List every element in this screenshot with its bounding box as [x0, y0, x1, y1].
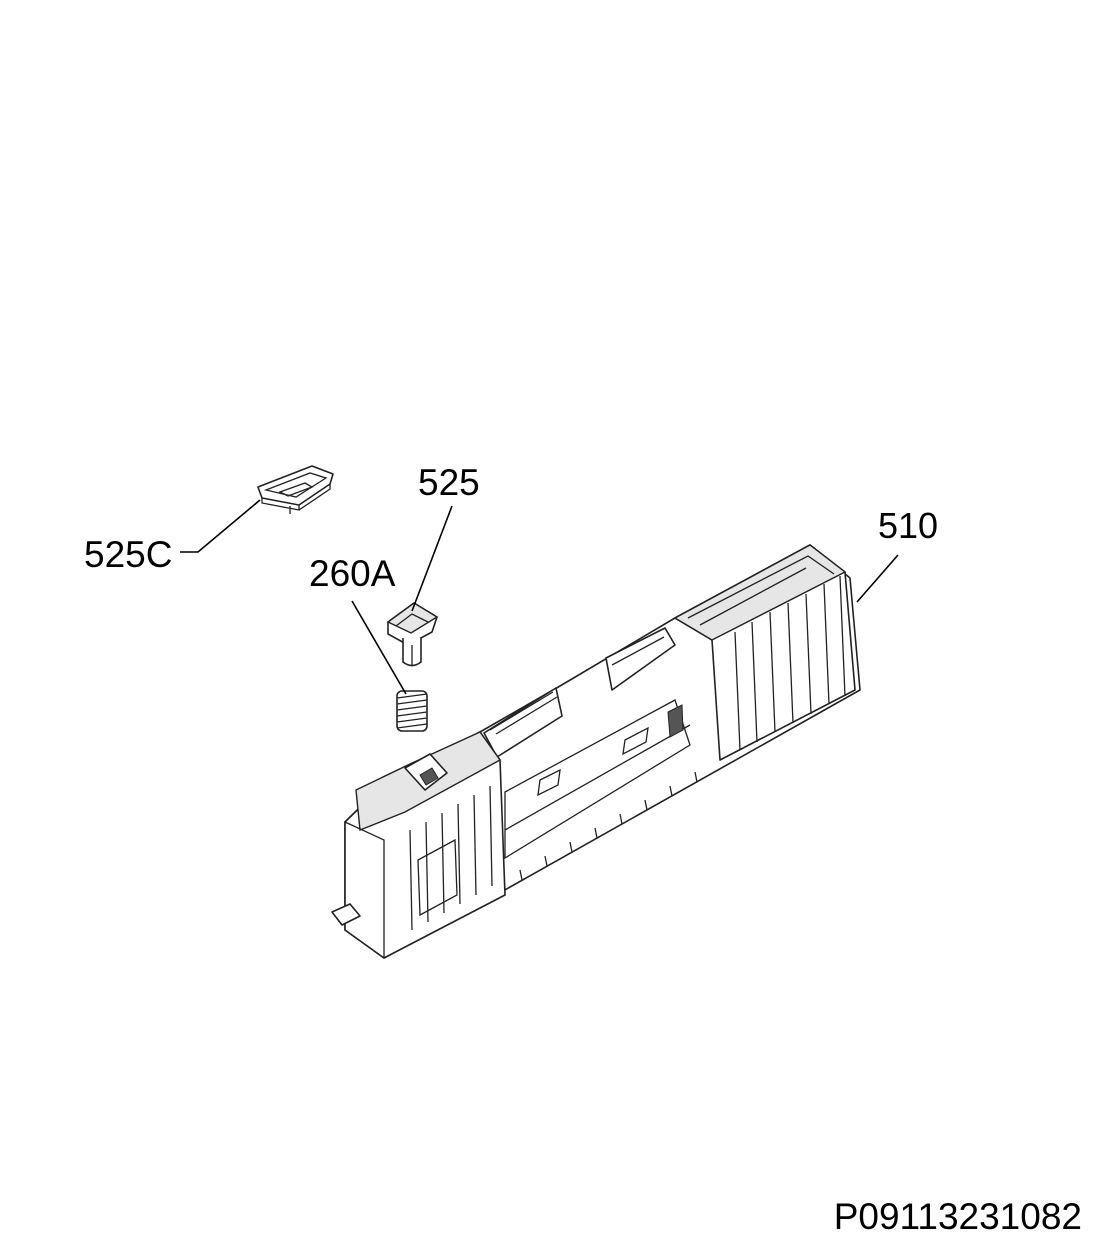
- drawing-number: P09113231082: [833, 1196, 1082, 1237]
- part-525c-cap: [257, 465, 334, 514]
- leader-525: [411, 505, 453, 612]
- callout-260a: 260A: [309, 553, 396, 594]
- part-525-button: [386, 602, 439, 667]
- part-260a-spring: [396, 690, 428, 732]
- callout-525c: 525C: [84, 534, 173, 575]
- leader-260a: [351, 600, 407, 695]
- callout-525: 525: [418, 462, 480, 503]
- part-510-control-panel: [331, 544, 861, 959]
- leader-510: [856, 554, 899, 603]
- leader-525c: [180, 499, 261, 553]
- leader-lines: [180, 499, 899, 695]
- callout-510: 510: [878, 505, 939, 546]
